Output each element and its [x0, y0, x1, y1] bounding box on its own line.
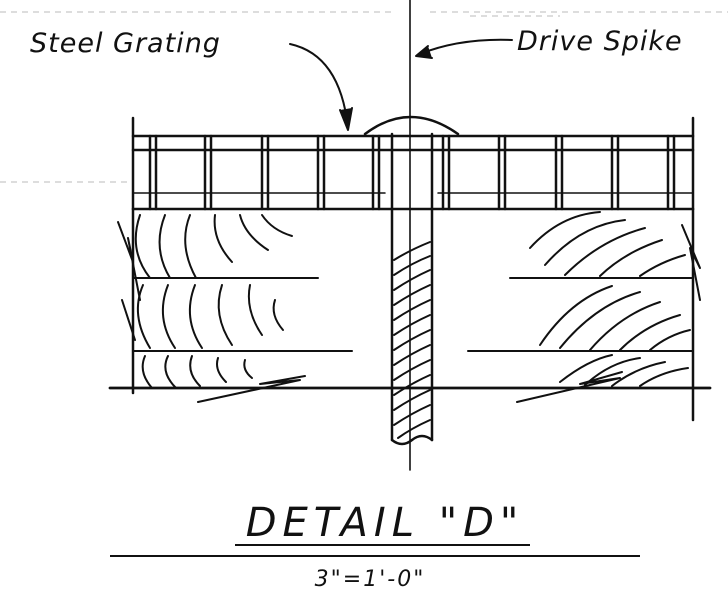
steel-grating-label: Steel Grating — [30, 28, 221, 59]
callout-leaders — [289, 38, 513, 131]
wood-grain-right — [516, 211, 701, 403]
wood-grain-left — [117, 214, 306, 403]
drive-spike-label: Drive Spike — [517, 26, 683, 57]
timber-deck — [108, 207, 712, 422]
detail-title: DETAIL "D" — [246, 500, 525, 546]
steel-grating — [131, 116, 695, 211]
grating-bars — [148, 134, 676, 211]
drive-spike — [363, 0, 460, 471]
construction-lines — [0, 11, 728, 183]
spike-shank-hatching — [393, 241, 431, 439]
detail-scale: 3"=1'-0" — [315, 567, 426, 592]
